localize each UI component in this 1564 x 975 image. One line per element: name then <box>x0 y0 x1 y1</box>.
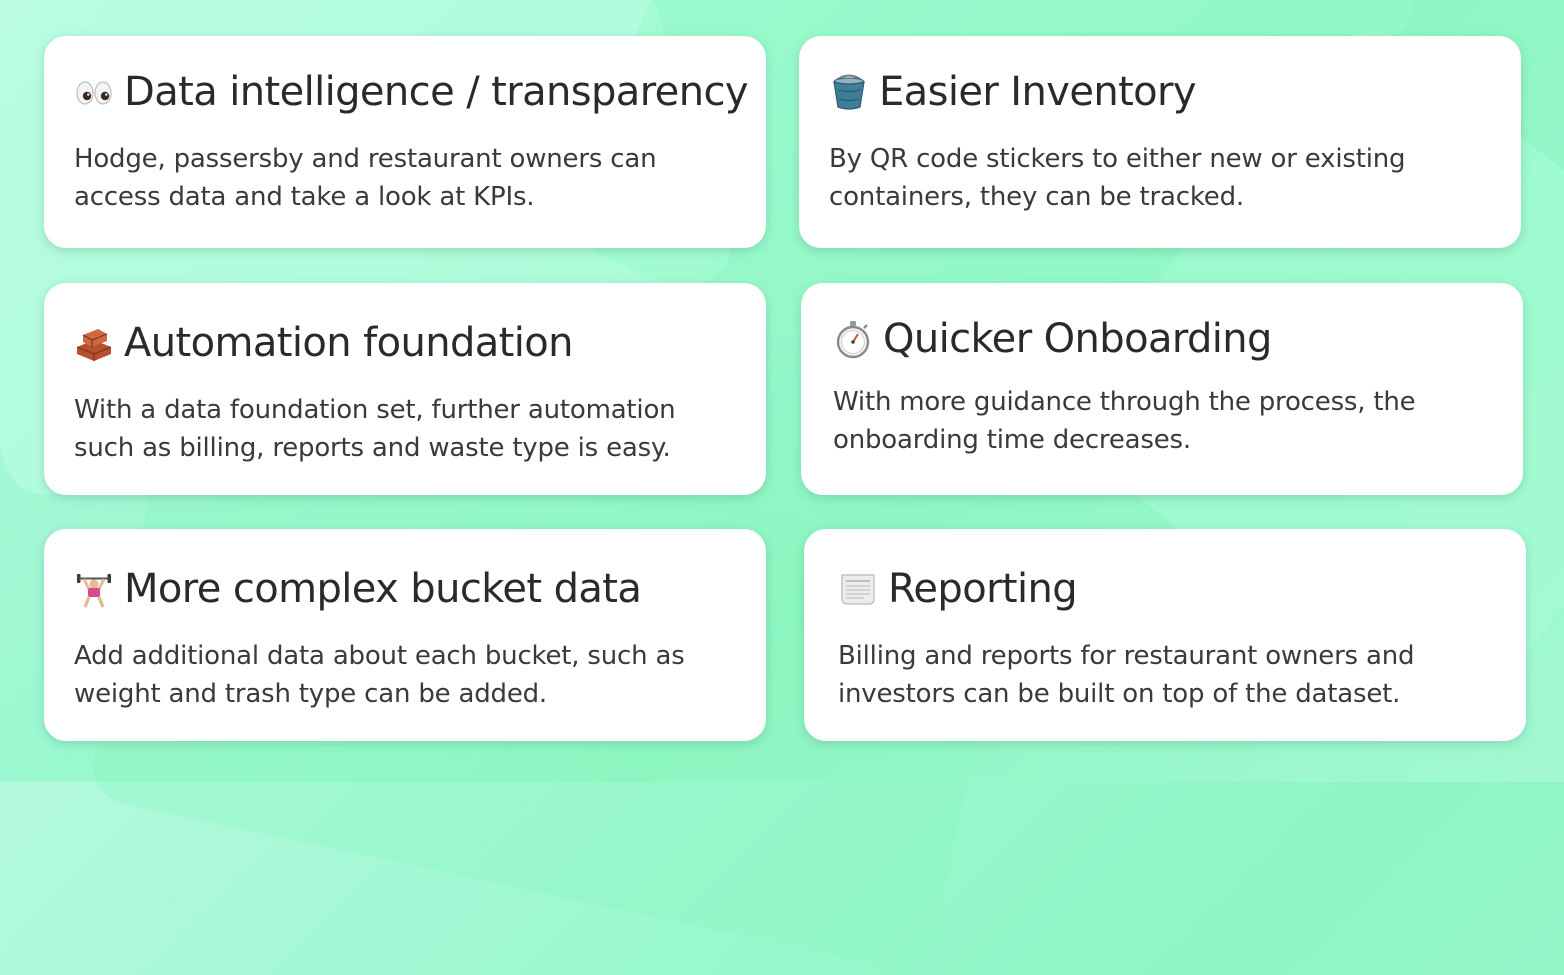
bucket-icon <box>829 72 869 112</box>
feature-card-easier-inventory: Easier Inventory By QR code stickers to … <box>799 36 1521 248</box>
eyes-icon <box>74 72 114 112</box>
card-description: Hodge, passersby and restaurant owners c… <box>74 144 657 212</box>
card-description: Add additional data about each bucket, s… <box>74 641 685 709</box>
card-title-text: Automation foundation <box>124 320 573 366</box>
weightlifter-icon <box>74 569 114 609</box>
newspaper-icon <box>838 569 878 609</box>
feature-card-complex-bucket-data: More complex bucket data Add additional … <box>44 529 766 741</box>
card-title-text: More complex bucket data <box>124 566 642 612</box>
feature-card-quicker-onboarding: Quicker Onboarding With more guidance th… <box>801 283 1523 495</box>
card-title-text: Reporting <box>888 566 1078 612</box>
bricks-icon <box>74 323 114 363</box>
card-description: Billing and reports for restaurant owner… <box>838 641 1415 709</box>
stopwatch-icon <box>833 319 873 359</box>
card-title: Easier Inventory <box>829 70 1491 114</box>
card-title-text: Easier Inventory <box>879 69 1197 115</box>
card-title-text: Quicker Onboarding <box>883 316 1272 362</box>
feature-card-data-intelligence: Data intelligence / transparency Hodge, … <box>44 36 766 248</box>
card-description: By QR code stickers to either new or exi… <box>829 144 1406 212</box>
card-description: With more guidance through the process, … <box>833 387 1416 455</box>
card-title: Reporting <box>838 567 1496 611</box>
card-title-text: Data intelligence / transparency <box>124 69 749 115</box>
feature-card-reporting: Reporting Billing and reports for restau… <box>804 529 1526 741</box>
card-title: Automation foundation <box>74 321 736 365</box>
card-description: With a data foundation set, further auto… <box>74 395 676 463</box>
card-title: Data intelligence / transparency <box>74 70 749 114</box>
card-title: Quicker Onboarding <box>833 317 1493 361</box>
feature-card-automation-foundation: Automation foundation With a data founda… <box>44 283 766 495</box>
card-title: More complex bucket data <box>74 567 736 611</box>
